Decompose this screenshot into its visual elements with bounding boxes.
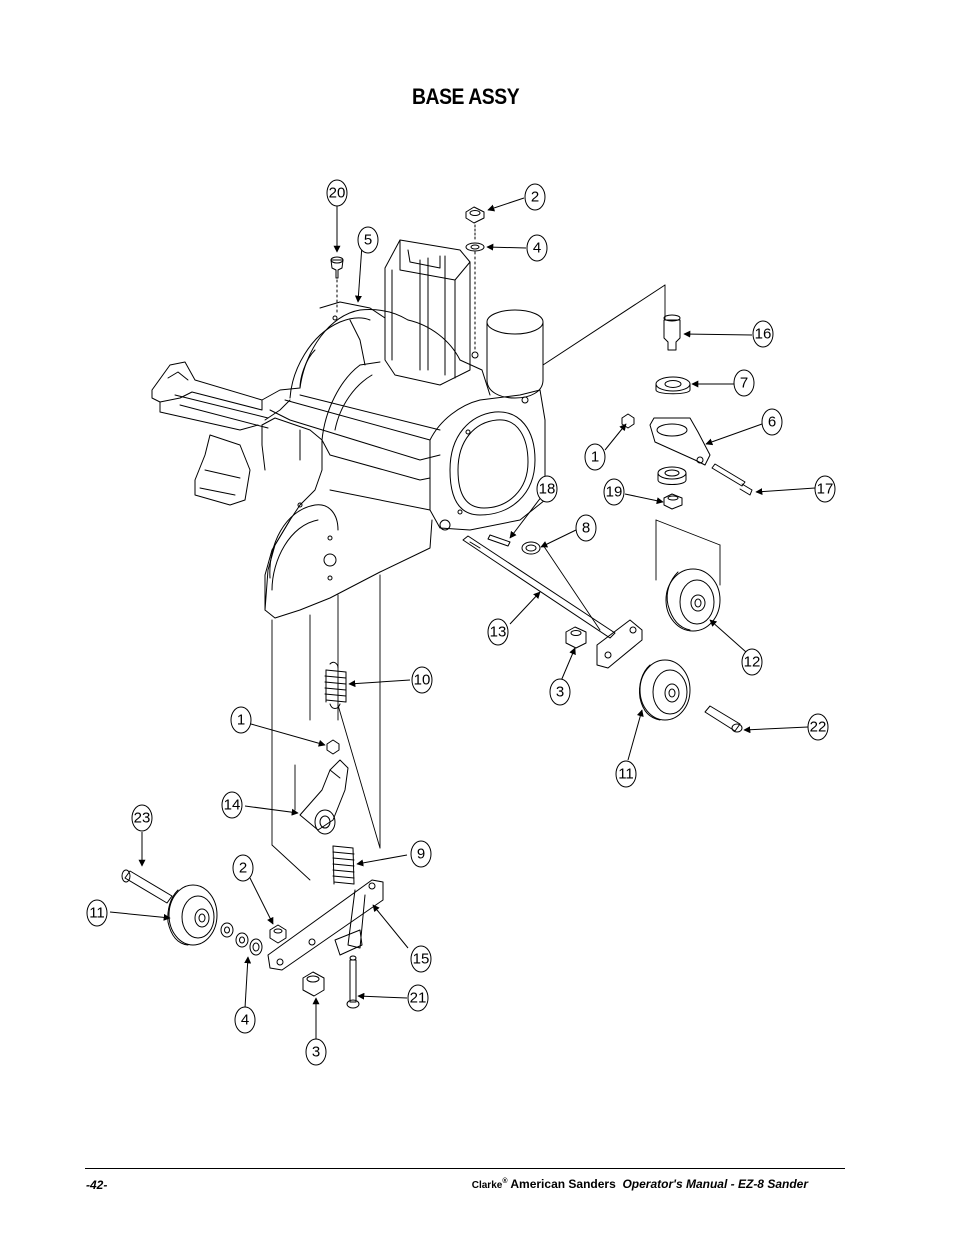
callout-5: 5	[364, 232, 372, 249]
callout-4-top: 4	[533, 240, 541, 257]
callout-6: 6	[768, 414, 776, 431]
nut-1-upper	[621, 413, 635, 429]
nut-3-right	[565, 626, 587, 649]
callout-4-lower: 4	[241, 1012, 249, 1029]
footer-company: American Sanders	[510, 1177, 616, 1191]
callout-20: 20	[329, 185, 346, 202]
callout-3-right: 3	[556, 684, 564, 701]
callout-15: 15	[413, 951, 430, 968]
wheel-11-right	[639, 659, 691, 721]
spring-10	[324, 661, 347, 709]
washer-4-top	[465, 242, 485, 252]
callout-labels: 20 2 4 5 16 7 6 1 17 19 18 8 13 12 3 10 …	[89, 185, 833, 1061]
caster-yoke-6	[649, 417, 711, 466]
callout-1-lower: 1	[237, 712, 245, 729]
callout-18: 18	[539, 481, 556, 498]
wheel-11-left	[167, 884, 218, 946]
axle-pin-23	[121, 869, 173, 904]
callout-14: 14	[224, 797, 241, 814]
callout-19: 19	[606, 484, 623, 501]
callout-9: 9	[417, 846, 425, 863]
callout-bubbles	[86, 179, 836, 1066]
washer-8	[521, 541, 541, 555]
callout-2-top: 2	[531, 189, 539, 206]
callout-7: 7	[740, 375, 748, 392]
bearing-7	[655, 376, 691, 395]
callout-23: 23	[134, 810, 151, 827]
axle-plate	[596, 619, 643, 669]
callout-21: 21	[410, 990, 427, 1007]
callout-22: 22	[810, 719, 827, 736]
nut-1-lower	[326, 739, 340, 755]
washers-4-lower	[220, 922, 263, 956]
callout-16: 16	[755, 326, 772, 343]
leader-lines	[109, 197, 816, 1040]
callout-8: 8	[582, 520, 590, 537]
page-number: -42-	[86, 1178, 108, 1192]
pin-20	[330, 256, 344, 279]
footer-manual: Operator's Manual - EZ-8 Sander	[622, 1177, 808, 1191]
callout-10: 10	[414, 672, 431, 689]
pivot-pin-16	[663, 314, 681, 351]
nut-2-lower	[269, 924, 287, 944]
lever-14	[299, 759, 349, 835]
base-casting	[151, 239, 666, 619]
callout-2-lower: 2	[239, 860, 247, 877]
registered-mark: ®	[502, 1178, 508, 1185]
spring-9	[332, 845, 355, 885]
footer-brand: Clarke	[471, 1180, 503, 1191]
spacer-22	[704, 705, 743, 733]
callout-13: 13	[490, 624, 507, 641]
callout-1-upper: 1	[591, 449, 599, 466]
bolt-21	[346, 955, 360, 1009]
nut-2-top	[465, 206, 485, 224]
callout-3-lower: 3	[312, 1044, 320, 1061]
callout-11-left: 11	[89, 905, 105, 922]
footer-manual-title: Clarke® American Sanders Operator's Manu…	[472, 1177, 808, 1191]
callout-11-right: 11	[618, 766, 634, 783]
assembly-guide-lines	[271, 284, 721, 881]
callout-12: 12	[744, 654, 761, 671]
axle-shaft-13	[462, 535, 616, 639]
bearing-lower	[657, 466, 687, 485]
key-18	[487, 534, 511, 547]
bracket-15	[267, 879, 384, 971]
caster-wheel-12	[665, 568, 721, 632]
callout-17: 17	[817, 481, 834, 498]
bolt-17	[711, 463, 753, 496]
nut-3-lower	[302, 971, 325, 997]
page-title: BASE ASSY	[412, 84, 520, 109]
footer-divider	[85, 1168, 845, 1169]
nut-19	[663, 493, 683, 510]
